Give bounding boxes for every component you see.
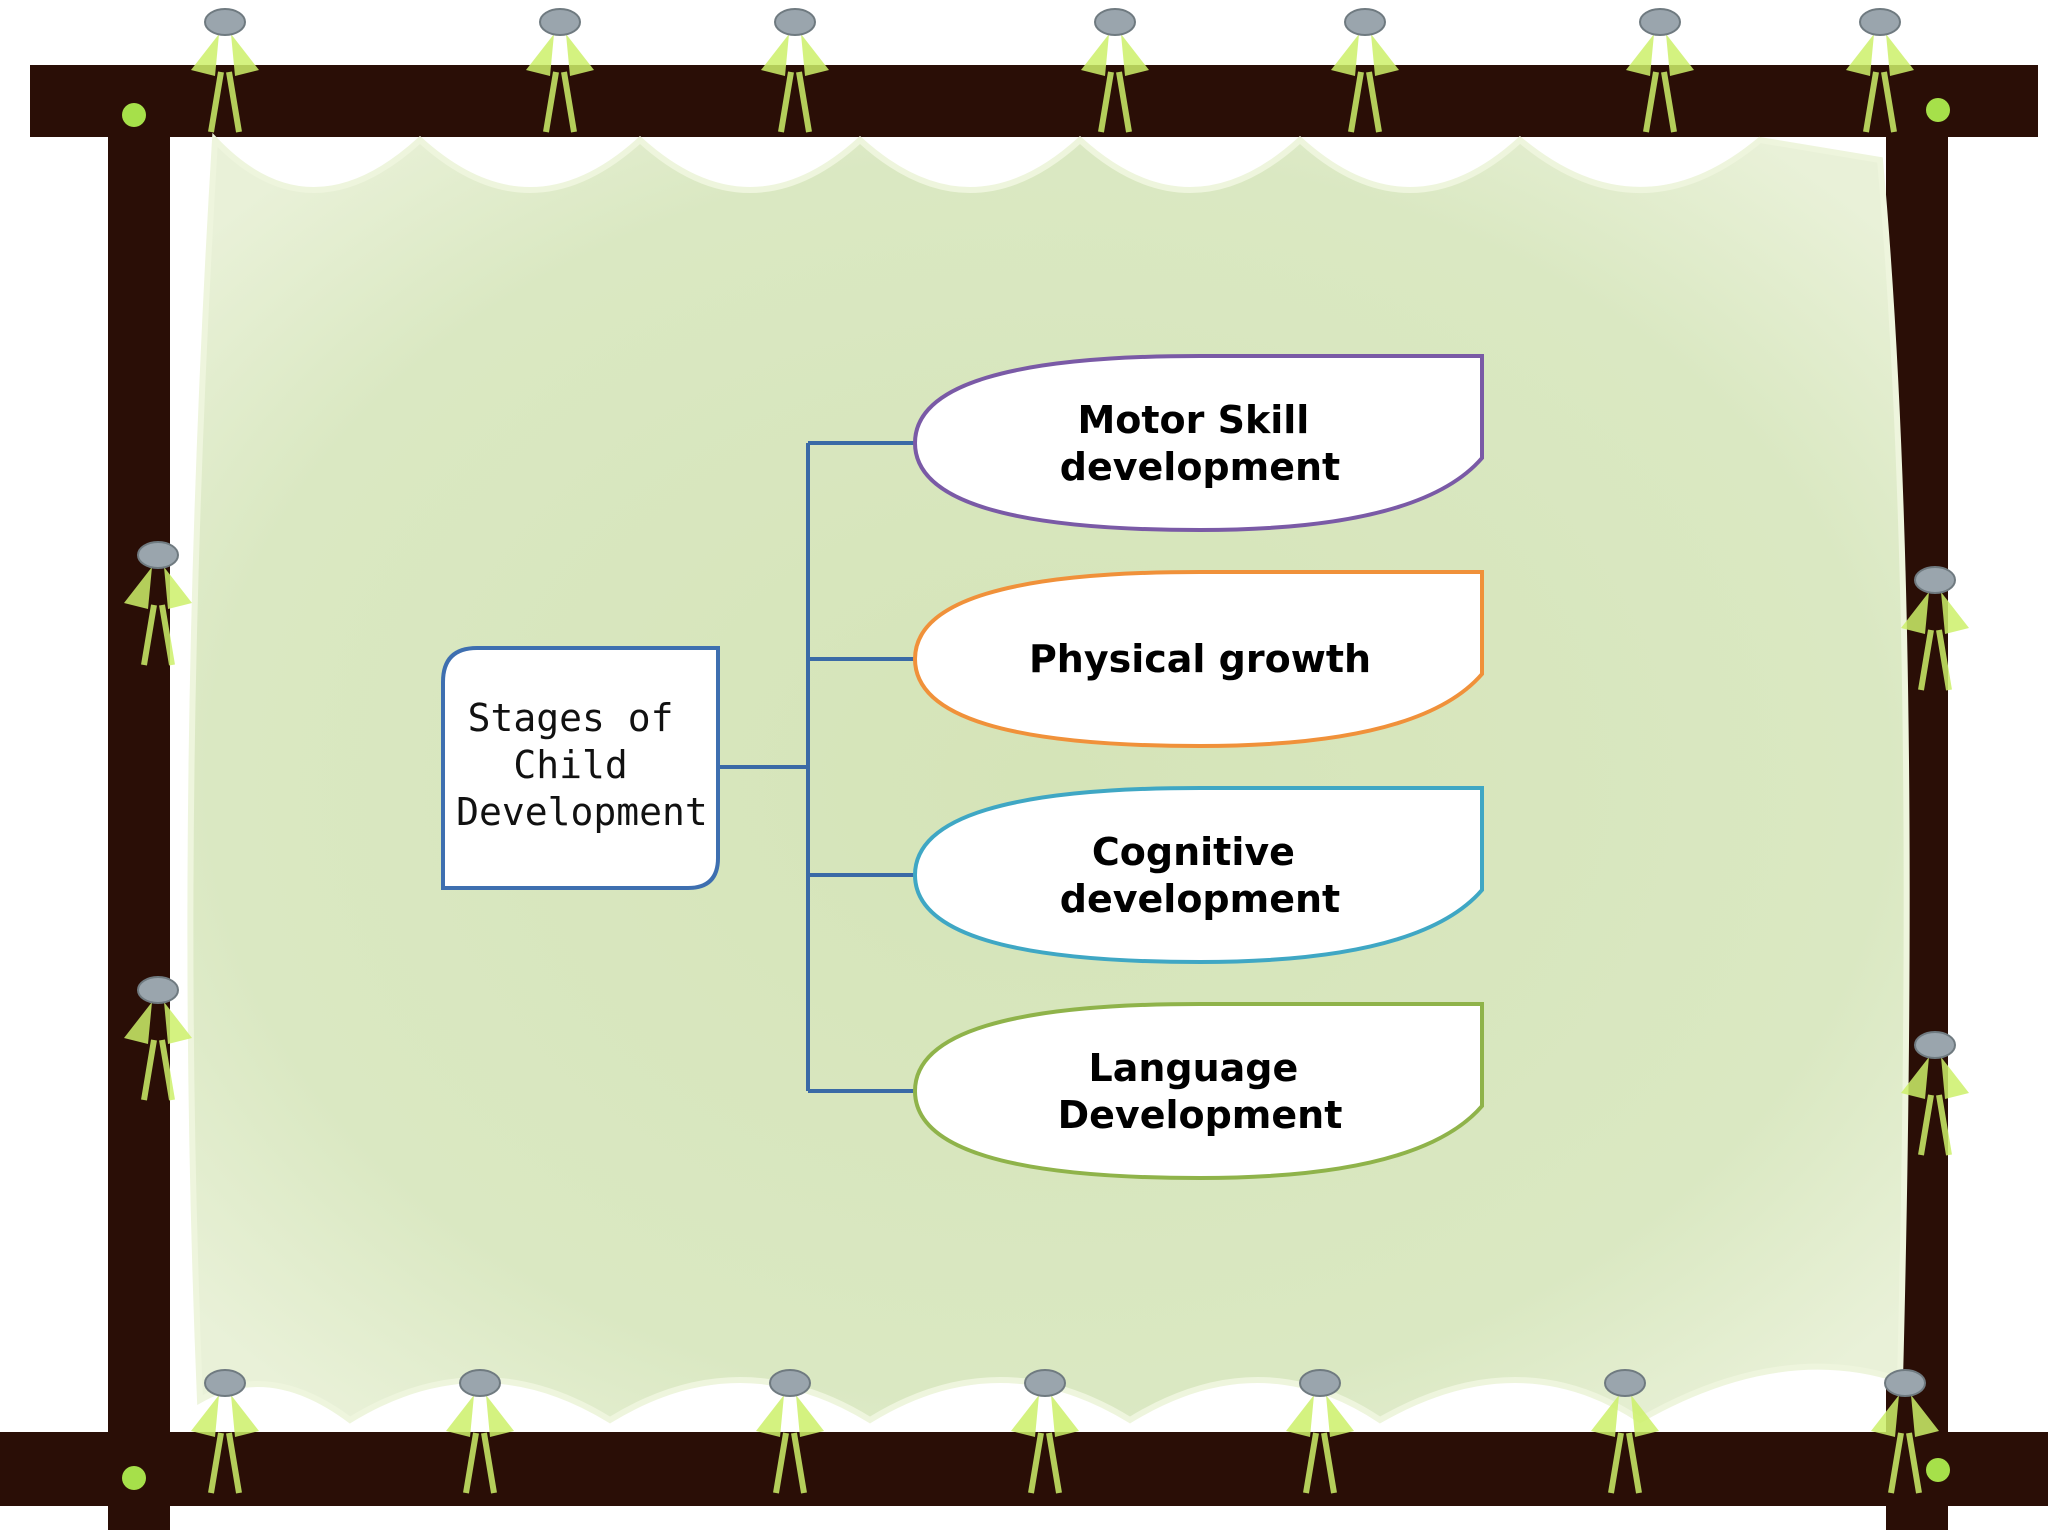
bottom-knob-4	[1011, 1369, 1079, 1494]
branch-node-physical-growth-shape	[912, 570, 1484, 749]
branch-node-physical-growth: Physical growth	[912, 570, 1484, 749]
branch-node-language-label: Language Development	[1058, 1046, 1343, 1137]
root-node-line-3: Development	[456, 790, 708, 834]
cognitive-line-1: Cognitive	[1092, 830, 1295, 874]
top-knob-4	[1081, 8, 1149, 133]
frame-left-post	[108, 95, 170, 1530]
cognitive-line-2: development	[1060, 877, 1340, 921]
right-knob-1	[1901, 566, 1969, 691]
root-node-shape	[441, 646, 720, 890]
bottom-knob-3	[756, 1369, 824, 1494]
language-line-2: Development	[1058, 1093, 1343, 1137]
motor-skill-line-1: Motor Skill	[1077, 398, 1309, 442]
frame-top-left-dot	[122, 103, 146, 127]
branch-node-motor-skill-shape	[912, 354, 1484, 533]
frame-bottom-right-dot	[1926, 1458, 1950, 1482]
frame-top-bar	[30, 65, 2038, 137]
branch-node-physical-growth-label: Physical growth	[1029, 637, 1371, 681]
bottom-knob-1	[191, 1369, 259, 1494]
top-knob-6	[1626, 8, 1694, 133]
branch-node-language: Language Development	[912, 1002, 1484, 1181]
top-knob-1	[191, 8, 259, 133]
bottom-knob-5	[1286, 1369, 1354, 1494]
branch-node-motor-skill-label: Motor Skill development	[1060, 398, 1340, 489]
root-node: Stages of Child Development	[441, 646, 720, 890]
left-knob-2	[124, 976, 192, 1101]
curtain-decorations	[124, 8, 1969, 1494]
frame-top-right-dot	[1926, 98, 1950, 122]
branch-node-motor-skill: Motor Skill development	[912, 354, 1484, 533]
right-knob-2	[1901, 1031, 1969, 1156]
branch-node-language-shape	[912, 1002, 1484, 1181]
physical-growth-line-1: Physical growth	[1029, 637, 1371, 681]
top-knob-3	[761, 8, 829, 133]
bottom-knob-7	[1871, 1369, 1939, 1494]
top-knob-5	[1331, 8, 1399, 133]
language-line-1: Language	[1088, 1046, 1298, 1090]
branch-node-cognitive: Cognitive development	[912, 786, 1484, 965]
frame-bottom-left-dot	[122, 1466, 146, 1490]
branch-node-cognitive-shape	[912, 786, 1484, 965]
root-node-label: Stages of Child Development	[456, 696, 708, 834]
branch-node-cognitive-label: Cognitive development	[1060, 830, 1340, 921]
connector-lines	[720, 441, 915, 1093]
motor-skill-line-2: development	[1060, 445, 1340, 489]
root-node-line-2: Child	[513, 743, 627, 787]
frame-bottom-bar	[0, 1432, 2048, 1506]
wooden-frame	[0, 65, 2048, 1530]
bottom-knob-6	[1591, 1369, 1659, 1494]
bottom-knob-2	[446, 1369, 514, 1494]
root-node-line-1: Stages of	[468, 696, 674, 740]
top-knob-2	[526, 8, 594, 133]
top-knob-7	[1846, 8, 1914, 133]
left-knob-1	[124, 541, 192, 666]
